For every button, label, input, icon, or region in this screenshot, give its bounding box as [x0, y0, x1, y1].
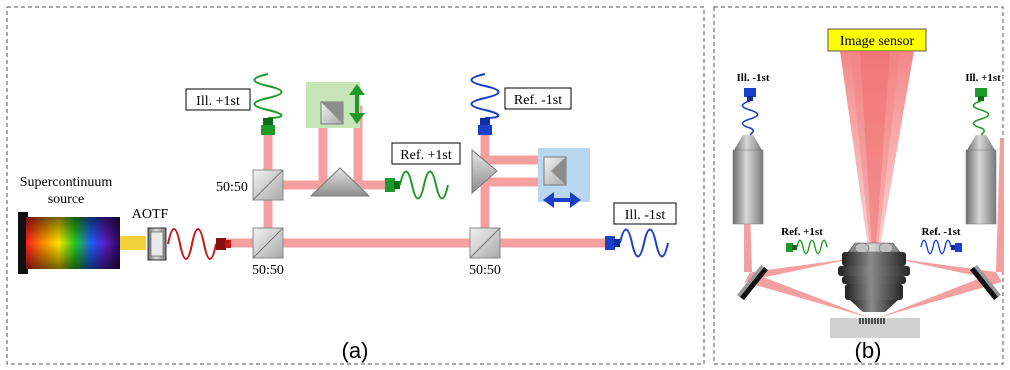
- prism-plus: [309, 167, 371, 197]
- sample-stage: [830, 318, 920, 338]
- splitter-top-label: 50:50: [216, 180, 248, 195]
- source-beam: [118, 236, 146, 250]
- ill-minus-b-connector: [744, 88, 756, 101]
- panel-b-caption: (b): [855, 338, 882, 363]
- ref-plus-b-connector: [786, 243, 797, 252]
- ill-plus-b-fiber-coil: [972, 100, 990, 136]
- red-fiber-connector: [216, 238, 231, 250]
- ill-minus-label: Ill. -1st: [625, 208, 666, 223]
- mirror-right: [970, 265, 1001, 300]
- ref-plus-label: Ref. +1st: [400, 148, 452, 163]
- ref-plus-b-label: Ref. +1st: [781, 226, 823, 238]
- splitter-bottom-left-label: 50:50: [252, 263, 284, 278]
- detection-light-fan: [840, 51, 914, 248]
- ref-minus-b-fiber-coil: [920, 239, 952, 255]
- ill-minus-fiber-coil: [619, 228, 669, 258]
- green-arrow-icon: [349, 84, 365, 124]
- ill-plus-connector: [261, 118, 275, 135]
- ill-plus-label-box: [185, 88, 251, 111]
- objective-lens: [838, 242, 910, 312]
- ref-minus-fiber-coil: [470, 73, 500, 119]
- ref-minus-b-connector: [951, 243, 962, 252]
- collimator-right: [965, 135, 997, 225]
- sample-pattern: [859, 318, 885, 324]
- ref-minus-label: Ref. -1st: [514, 93, 562, 108]
- source-label-line1: Supercontinuum: [20, 175, 113, 190]
- ref-minus-label-box: [504, 87, 572, 110]
- ref-minus-b-label: Ref. -1st: [921, 226, 960, 238]
- aotf-crystal: [147, 227, 167, 261]
- beam-splitter-bottom-left: [252, 227, 284, 259]
- illumination-beams-b: [744, 138, 1004, 318]
- retroreflector-minus: [543, 156, 567, 186]
- panel-a-border: [6, 6, 705, 365]
- ill-minus-b-fiber-coil: [741, 100, 759, 136]
- ill-plus-fiber-coil: [253, 73, 283, 119]
- panel-a-caption: (a): [342, 338, 369, 363]
- prism-minus: [471, 148, 498, 195]
- beam-splitter-bottom-right: [469, 227, 501, 259]
- source-label-line2: source: [48, 192, 85, 207]
- mirror-left: [737, 265, 768, 300]
- supercontinuum-source: [18, 212, 120, 274]
- aotf-label: AOTF: [132, 207, 169, 222]
- ref-plus-connector: [385, 178, 400, 192]
- collimator-left: [732, 135, 764, 225]
- blue-arrow-icon: [543, 192, 581, 208]
- red-fiber-coil: [167, 228, 217, 260]
- ill-minus-label-box: [613, 202, 677, 225]
- beam-splitter-top: [252, 169, 284, 201]
- ref-minus-connector: [478, 118, 492, 135]
- ref-plus-fiber-coil: [399, 170, 449, 200]
- ill-plus-b-label: Ill. +1st: [965, 72, 1001, 84]
- ill-minus-b-label: Ill. -1st: [737, 72, 770, 84]
- ill-minus-connector: [605, 236, 620, 250]
- ref-plus-b-fiber-coil: [796, 239, 828, 255]
- ill-plus-label: Ill. +1st: [196, 94, 240, 109]
- ref-plus-label-box: [391, 142, 461, 165]
- retroreflector-plus: [320, 101, 344, 125]
- ill-plus-b-connector: [975, 88, 987, 101]
- splitter-bottom-right-label: 50:50: [469, 263, 501, 278]
- image-sensor-label: Image sensor: [840, 34, 915, 49]
- panel-b-border: [713, 6, 1004, 365]
